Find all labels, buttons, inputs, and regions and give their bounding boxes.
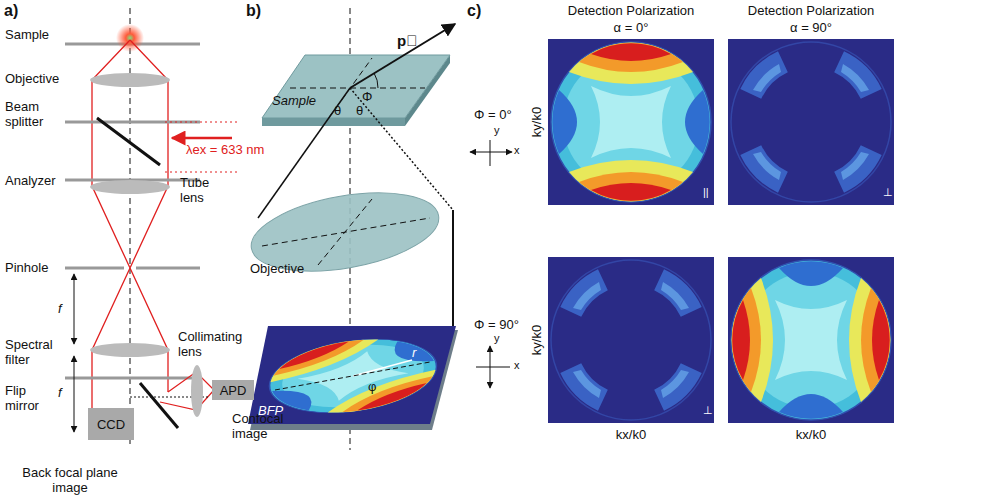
row-label: Φ = 0° <box>474 108 512 123</box>
axis-label: y <box>494 332 500 345</box>
polarization-mark: ⊥ <box>883 186 893 199</box>
axis-title: kx/k0 <box>796 428 826 443</box>
axis-title: kx/k0 <box>616 428 646 443</box>
polarization-mark: || <box>703 186 709 199</box>
panel-letter: a) <box>4 2 18 20</box>
angle-label: θ <box>356 104 363 119</box>
box-label: CCD <box>97 417 125 432</box>
focal-length: f <box>58 386 62 401</box>
focal-length: f <box>58 302 62 317</box>
part-label: Sample <box>5 28 49 43</box>
column-header: Detection Polarization <box>748 4 874 19</box>
part-label: Analyzer <box>5 174 56 189</box>
part-label: Sample <box>272 94 316 109</box>
box-label: APD <box>220 383 247 398</box>
panel-letter: b) <box>246 2 261 20</box>
part-label: Spectral filter <box>5 338 61 368</box>
axis-label: x <box>514 359 520 372</box>
angle-label: Φ <box>362 90 372 105</box>
axis-label: y <box>494 124 500 137</box>
part-label: Collimating lens <box>178 330 250 360</box>
angle-label: θ <box>334 104 341 119</box>
column-header: α = 0° <box>614 21 649 36</box>
part-label: Objective <box>250 262 304 277</box>
part-label: Flip mirror <box>5 384 53 414</box>
camera-box: CCD <box>88 408 134 440</box>
part-label: Pinhole <box>5 261 48 276</box>
column-header: α = 90° <box>790 21 832 36</box>
coordinate-label: φ <box>368 380 376 395</box>
detector-box: APD <box>212 380 254 400</box>
vector-label: p⃗ <box>397 32 417 49</box>
axis-label: x <box>514 144 520 157</box>
row-label: Φ = 90° <box>474 318 519 333</box>
part-label: Back focal plane image <box>10 466 130 496</box>
coordinate-label: r <box>412 346 416 361</box>
part-label: Tube lens <box>180 176 220 206</box>
part-label: Objective <box>5 72 59 87</box>
axis-title: ky/k0 <box>530 107 545 137</box>
plane-label: BFP <box>258 404 283 419</box>
part-label: Beam splitter <box>5 100 61 130</box>
column-header: Detection Polarization <box>568 4 694 19</box>
axis-title: ky/k0 <box>530 325 545 355</box>
panel-letter: c) <box>467 2 481 20</box>
polarization-mark: ⊥ <box>703 404 713 417</box>
laser-label: λex = 633 nm <box>186 143 264 158</box>
